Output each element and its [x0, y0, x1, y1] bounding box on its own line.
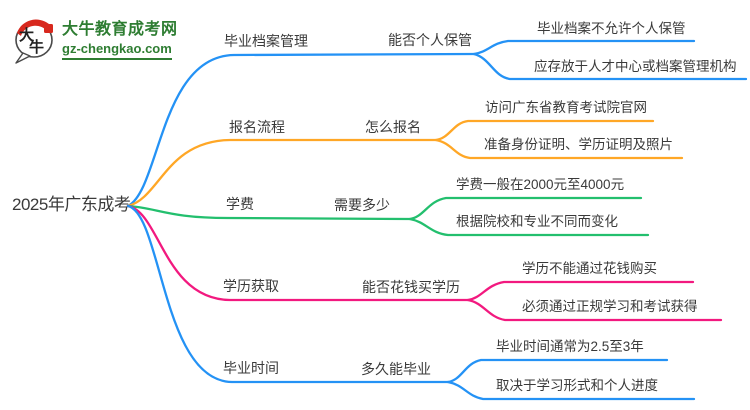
branch-5-answer-1-curve	[446, 358, 669, 384]
branch-3-answer-1-curve	[408, 196, 643, 221]
branch-2-main-curve	[126, 138, 438, 208]
branch-4-answer-1: 学历不能通过花钱购买	[522, 261, 657, 276]
site-name: 大牛教育成考网	[62, 21, 178, 38]
svg-text:牛: 牛	[29, 38, 44, 56]
branch-5-answer-2-curve	[446, 380, 696, 401]
branch-3-main-curve	[126, 204, 412, 221]
branch-4-answer-2-curve	[466, 298, 723, 322]
site-url: gz-chengkao.com	[62, 41, 172, 60]
branch-4-topic: 学历获取	[223, 278, 279, 294]
branch-3-question: 需要多少	[334, 197, 390, 213]
branch-1-topic: 毕业档案管理	[224, 33, 308, 49]
daniu-bubble-logo-icon: 大 牛	[15, 19, 53, 64]
branch-4-main-curve	[126, 204, 470, 302]
branch-2-answer-1-curve	[434, 119, 655, 142]
branch-5-answer-1: 毕业时间通常为2.5至3年	[496, 339, 644, 354]
branch-1-question: 能否个人保管	[388, 32, 472, 48]
branch-2-answer-1: 访问广东省教育考试院官网	[485, 100, 647, 115]
branch-5-topic: 毕业时间	[223, 360, 279, 376]
branch-3-answer-2: 根据院校和专业不同而变化	[456, 214, 618, 229]
branch-1-answer-1: 毕业档案不允许个人保管	[537, 21, 686, 36]
branch-5-answer-2: 取决于学习形式和个人进度	[496, 378, 658, 393]
branch-2-answer-2-curve	[434, 138, 684, 160]
branch-3-topic: 学费	[226, 196, 254, 212]
branch-2-answer-2: 准备身份证明、学历证明及照片	[484, 137, 673, 152]
branch-1-answer-2: 应存放于人才中心或档案管理机构	[534, 59, 737, 74]
site-logo-text: 大牛教育成考网 gz-chengkao.com	[62, 15, 178, 60]
branch-1-answer-1-curve	[472, 39, 696, 56]
root-topic: 2025年广东成考	[12, 195, 131, 214]
branch-4-answer-1-curve	[466, 280, 695, 302]
branch-2-topic: 报名流程	[229, 119, 285, 135]
branch-3-answer-2-curve	[408, 217, 650, 237]
svg-text:大: 大	[19, 26, 34, 44]
branch-1-main-curve	[126, 52, 476, 208]
branch-2-question: 怎么报名	[365, 119, 421, 135]
branch-5-question: 多久能毕业	[361, 361, 431, 377]
branch-5-main-curve	[126, 204, 450, 384]
branch-1-answer-2-curve	[472, 52, 748, 81]
branch-4-answer-2: 必须通过正规学习和考试获得	[522, 299, 698, 314]
branch-3-answer-1: 学费一般在2000元至4000元	[456, 177, 625, 192]
site-logo[interactable]: 大 牛 大牛教育成考网 gz-chengkao.com	[13, 15, 178, 65]
branch-4-question: 能否花钱买学历	[362, 279, 460, 295]
